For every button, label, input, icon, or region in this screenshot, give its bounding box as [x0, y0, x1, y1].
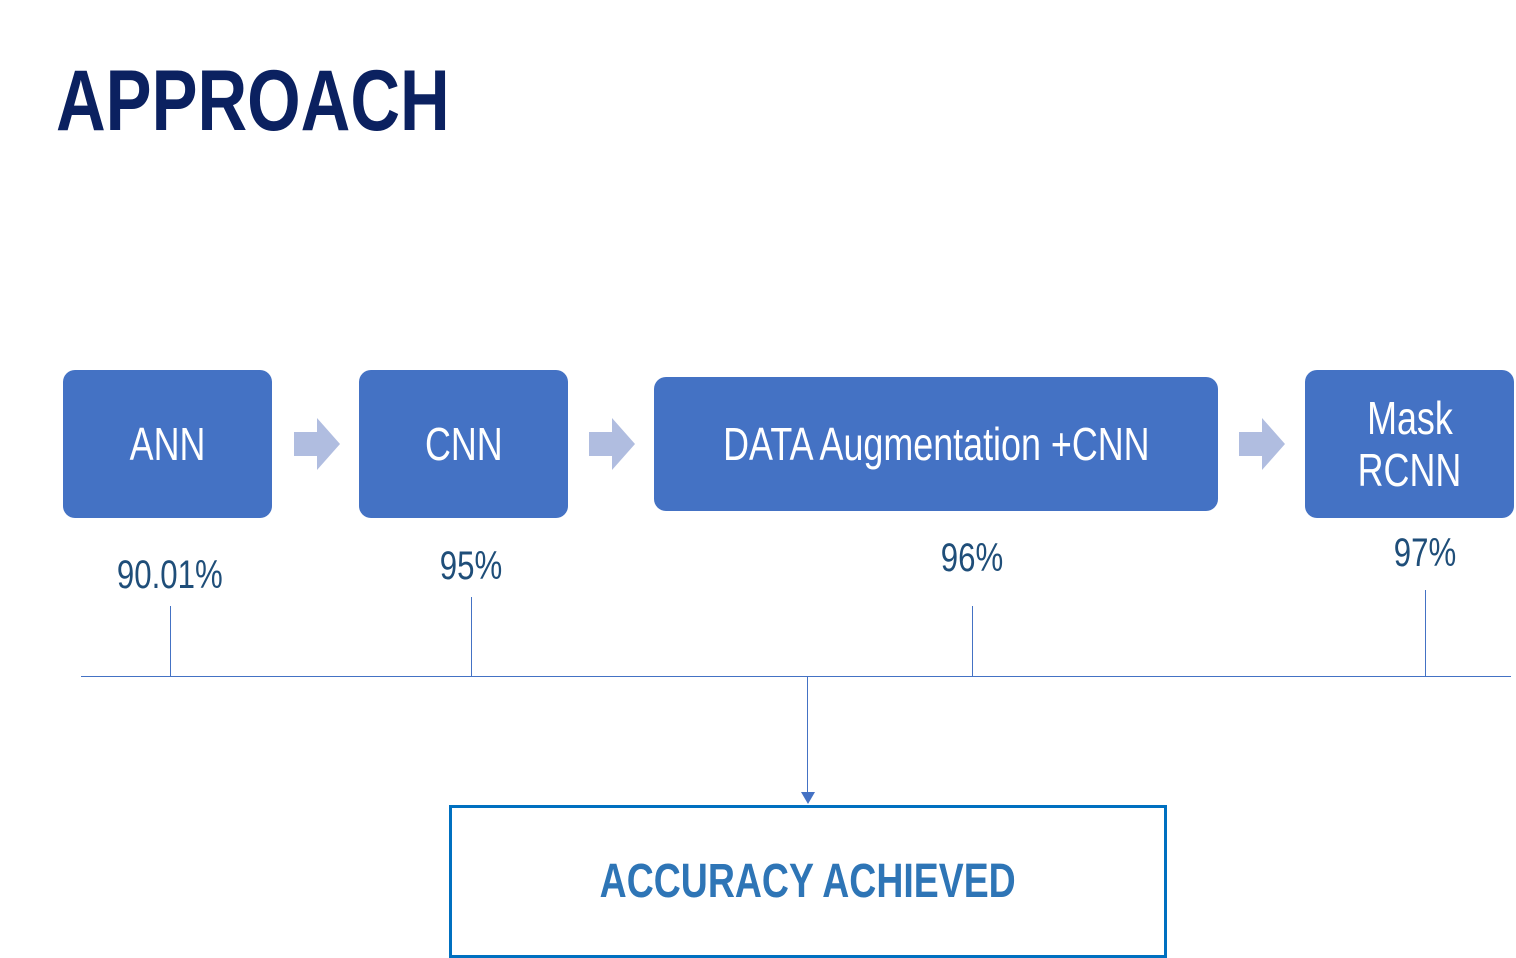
step-label: DATA Augmentation +CNN	[722, 418, 1150, 470]
accuracy-achieved-box: ACCURACY ACHIEVED	[449, 805, 1167, 958]
connector-line	[972, 606, 973, 676]
step-label-line2: RCNN	[1357, 444, 1462, 496]
step-mask-rcnn: Mask RCNN	[1305, 370, 1514, 518]
accuracy-value: 97%	[1393, 531, 1457, 575]
step-data-augmentation-cnn: DATA Augmentation +CNN	[654, 377, 1218, 511]
arrow-right-icon	[294, 418, 340, 470]
connector-line	[170, 606, 171, 676]
arrow-right-icon	[589, 418, 635, 470]
step-label: CNN	[424, 418, 503, 470]
step-label: ANN	[129, 418, 206, 470]
arrow-down-icon	[801, 792, 815, 804]
connector-line	[1425, 590, 1426, 676]
accuracy-mask-rcnn: 97%	[1325, 531, 1516, 576]
accuracy-value: 96%	[940, 536, 1004, 580]
accuracy-value: 90.01%	[117, 553, 223, 597]
accuracy-cnn: 95%	[371, 544, 571, 589]
step-ann: ANN	[63, 370, 272, 518]
accuracy-ann: 90.01%	[70, 553, 270, 598]
accuracy-value: 95%	[439, 544, 503, 588]
accuracy-data-augmentation-cnn: 96%	[872, 536, 1072, 581]
step-cnn: CNN	[359, 370, 568, 518]
result-label: ACCURACY ACHIEVED	[599, 855, 1017, 908]
arrow-right-icon	[1239, 418, 1285, 470]
down-connector-line	[807, 676, 808, 796]
timeline-line	[81, 676, 1511, 677]
slide-title-text: APPROACH	[56, 53, 450, 149]
slide-title: APPROACH	[56, 52, 548, 151]
step-label-line1: Mask	[1366, 392, 1453, 444]
connector-line	[471, 597, 472, 676]
